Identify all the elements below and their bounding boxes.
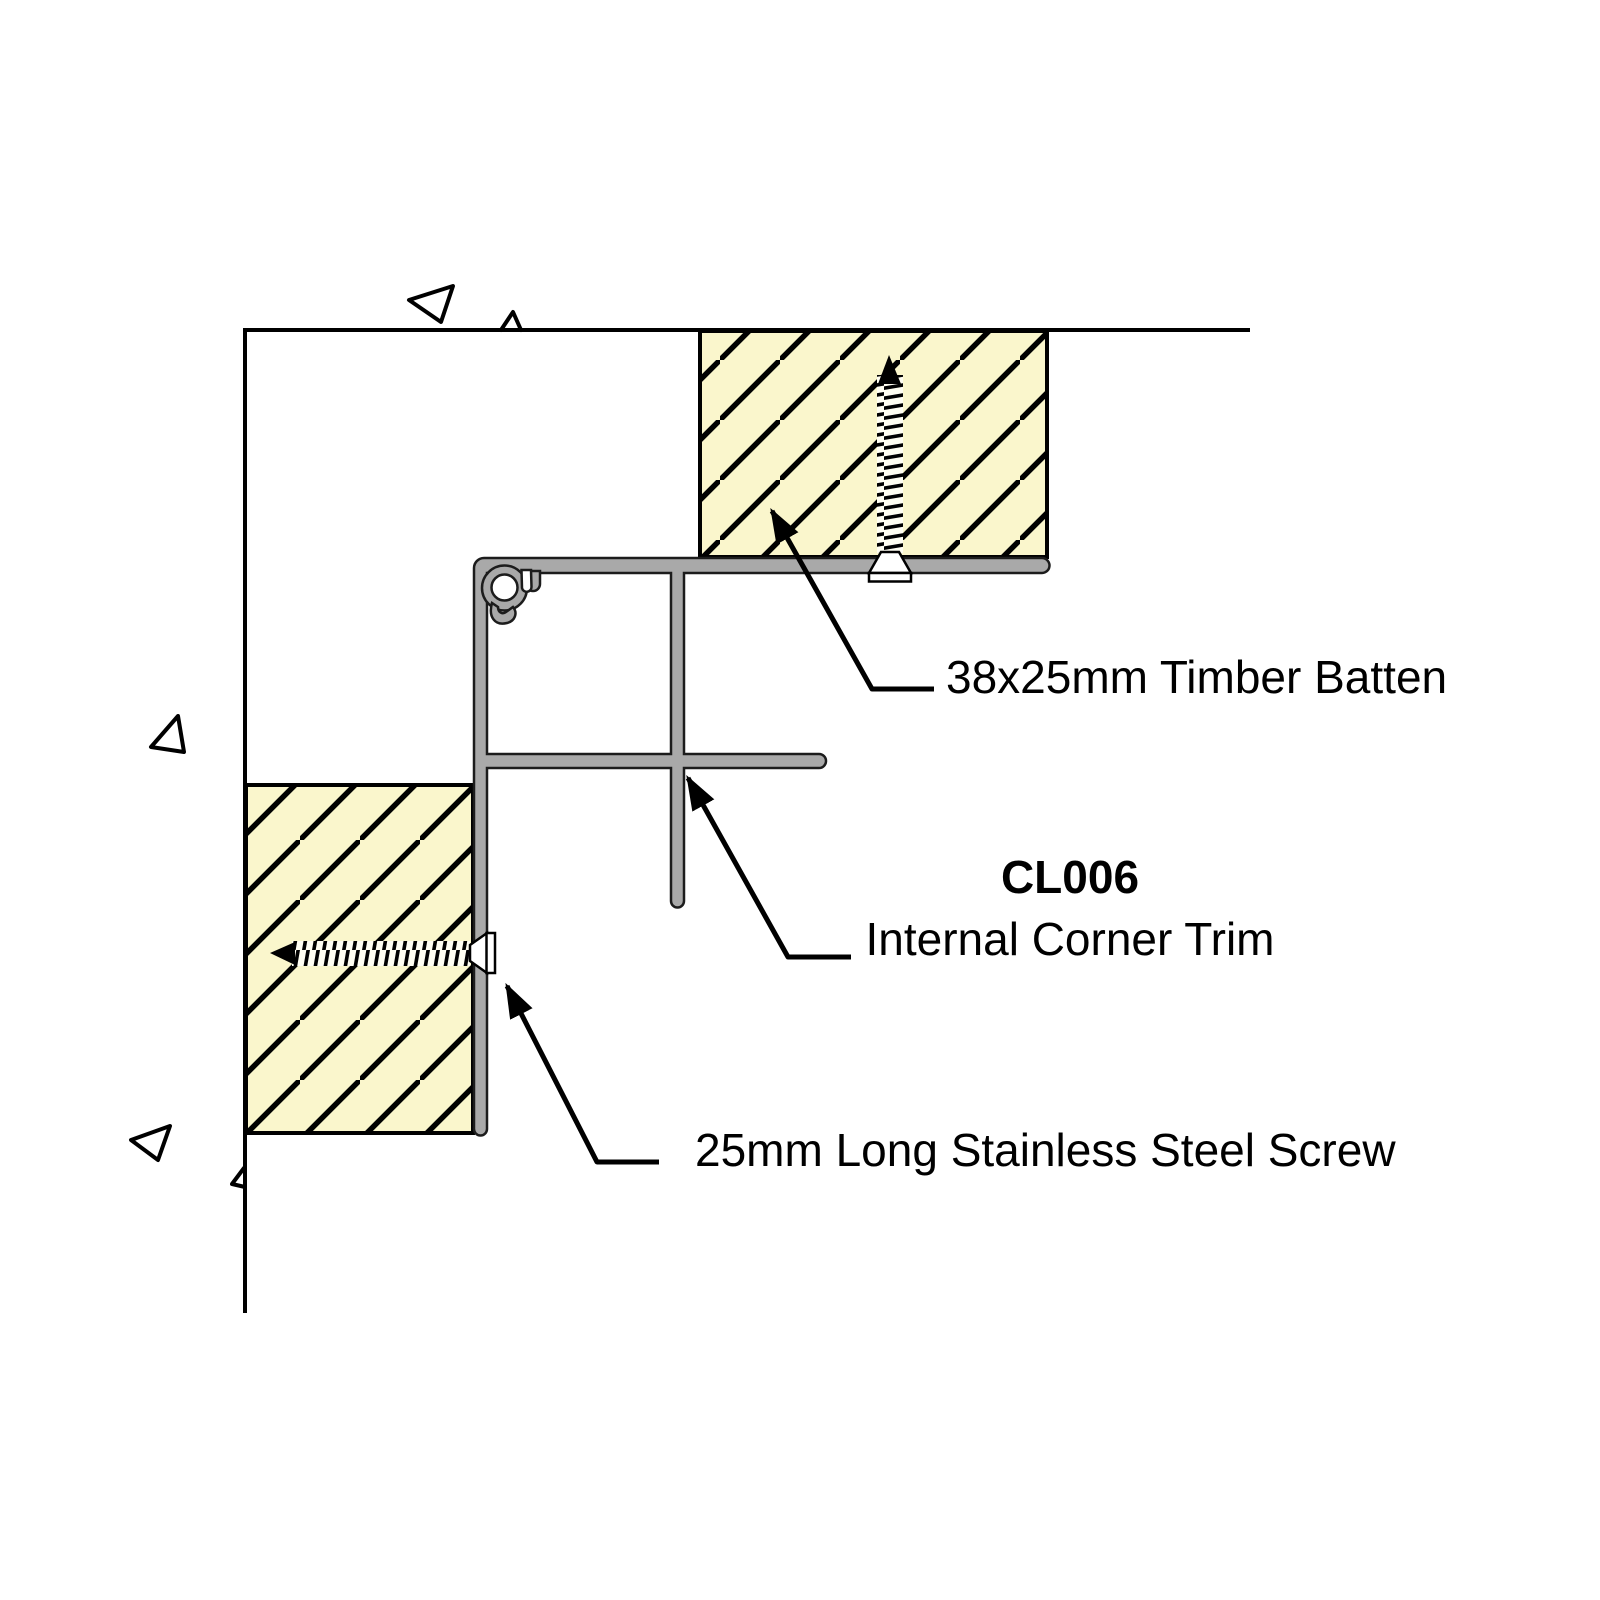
part-name-label: Internal Corner Trim: [865, 913, 1275, 965]
trim-body: [472, 556, 1051, 1137]
leader-lines: [504, 507, 934, 1165]
screw-bottom-head-flat: [485, 931, 497, 975]
part-label-block: CL006 Internal Corner Trim: [830, 851, 1310, 965]
screw-top-head-flat: [867, 571, 913, 583]
screw-bottom: [270, 930, 497, 976]
curl-ring-inner: [490, 573, 519, 602]
screw-top: [866, 355, 914, 583]
timber-batten-top: [698, 329, 1049, 559]
leader-arrow-timber-batten: [769, 507, 934, 692]
corner-trim-profile: [472, 556, 1051, 1137]
screw-top-tip: [878, 355, 901, 384]
screw-top-threads: [877, 375, 903, 553]
screw-bottom-tip: [270, 942, 295, 965]
tick-mark-top-large: [407, 284, 455, 324]
timber-batten-label: 38x25mm Timber Batten: [946, 651, 1448, 703]
screw-bottom-threads: [292, 941, 470, 966]
leader-arrow-corner-trim: [685, 774, 851, 960]
screw-label: 25mm Long Stainless Steel Screw: [695, 1124, 1396, 1176]
part-code-label: CL006: [1000, 851, 1140, 903]
leader-arrow-screw: [504, 982, 659, 1165]
tick-mark-left-mid: [149, 714, 186, 754]
batten-top-hatch: [700, 331, 1047, 557]
tick-mark-left-bottom: [129, 1124, 172, 1162]
curl-tail-hook: [489, 601, 517, 625]
curl-slit: [520, 568, 533, 594]
tick-mark-wall-small: [230, 1166, 247, 1189]
trim-screw-boss-curl: [480, 564, 542, 625]
tick-mark-top-small: [499, 310, 523, 332]
plaster-tick-marks: [129, 284, 523, 1189]
